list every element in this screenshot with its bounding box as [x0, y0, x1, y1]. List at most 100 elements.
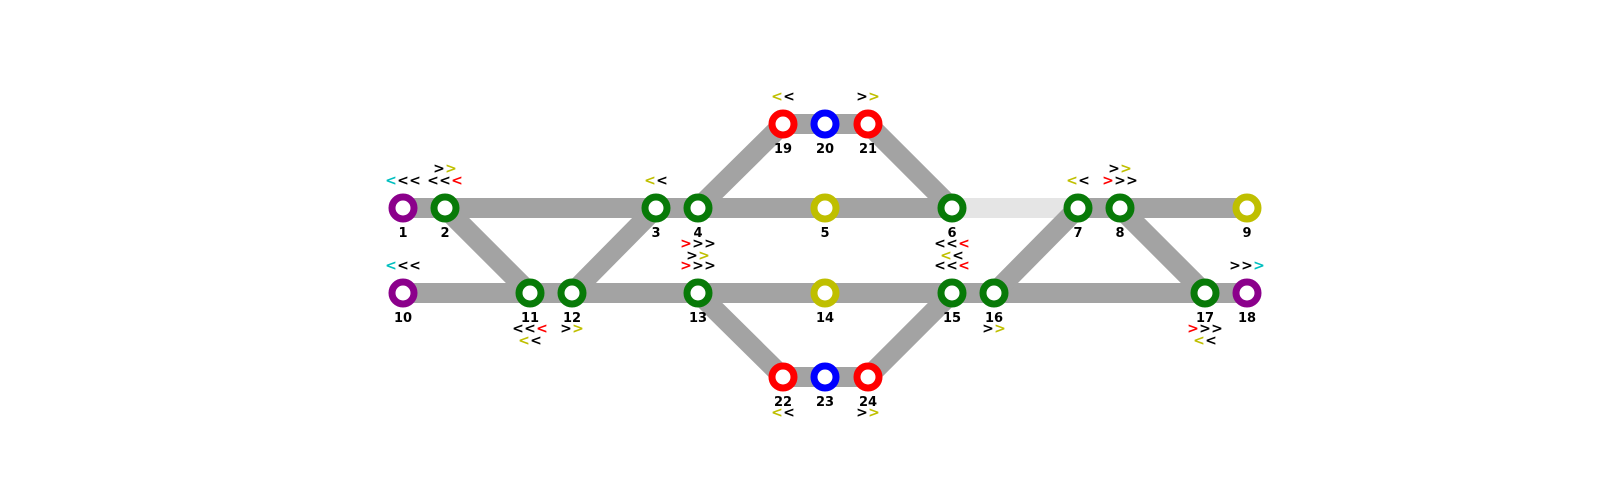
signal-chevron: < — [397, 173, 409, 189]
signal-group-2-above-1: >> — [433, 161, 457, 177]
signal-group-21-above-0: >> — [856, 89, 880, 105]
station-node-22 — [768, 362, 798, 392]
signal-chevron: > — [994, 321, 1006, 337]
track-segment-13-22 — [690, 285, 791, 385]
signal-chevron: < — [771, 405, 783, 421]
station-label-1: 1 — [398, 226, 407, 241]
signal-chevron: > — [1241, 258, 1253, 274]
station-label-22: 22 — [774, 395, 792, 410]
signal-group-24-below-0: >> — [856, 405, 880, 421]
signal-chevron: > — [572, 321, 584, 337]
signal-chevron: > — [1102, 173, 1114, 189]
signal-chevron: < — [958, 258, 970, 274]
station-label-20: 20 — [816, 142, 834, 157]
station-label-18: 18 — [1238, 311, 1256, 326]
signal-markers: <<<>><<<<<>>>>><<<<<<<>>>>><<<<<<<<>>>>>… — [385, 89, 1265, 421]
signal-chevron: < — [952, 248, 964, 264]
signal-group-11-below-0: <<< — [512, 321, 548, 337]
track-segment-2-11 — [437, 200, 538, 301]
station-label-10: 10 — [394, 311, 412, 326]
signal-group-6-below-0: <<< — [934, 236, 970, 252]
signal-chevron: < — [512, 321, 524, 337]
station-node-8 — [1105, 193, 1135, 223]
signal-chevron: < — [409, 258, 421, 274]
station-label-9: 9 — [1242, 226, 1251, 241]
signal-group-16-below-0: >> — [982, 321, 1006, 337]
station-node-4 — [683, 193, 713, 223]
station-label-17: 17 — [1196, 311, 1214, 326]
signal-chevron: < — [1205, 333, 1217, 349]
signal-chevron: > — [698, 248, 710, 264]
signal-chevron: < — [958, 236, 970, 252]
signal-group-4-below-0: >>> — [680, 236, 716, 252]
signal-chevron: > — [856, 405, 868, 421]
signal-chevron: < — [439, 173, 451, 189]
station-node-3 — [641, 193, 671, 223]
signal-chevron: < — [783, 89, 795, 105]
signal-chevron: < — [783, 405, 795, 421]
signal-chevron: > — [1211, 321, 1223, 337]
station-node-14 — [810, 278, 840, 308]
signal-chevron: < — [427, 173, 439, 189]
signal-chevron: > — [1253, 258, 1265, 274]
station-label-15: 15 — [943, 311, 961, 326]
station-node-18 — [1232, 278, 1262, 308]
signal-chevron: < — [946, 236, 958, 252]
signal-chevron: < — [946, 258, 958, 274]
station-label-2: 2 — [440, 226, 449, 241]
station-label-16: 16 — [985, 311, 1003, 326]
signal-chevron: < — [518, 333, 530, 349]
station-node-1 — [388, 193, 418, 223]
signal-chevron: < — [536, 321, 548, 337]
signal-chevron: > — [704, 236, 716, 252]
signal-chevron: > — [1114, 173, 1126, 189]
signal-chevron: < — [1193, 333, 1205, 349]
station-node-24 — [853, 362, 883, 392]
signal-group-1-above-0: <<< — [385, 173, 421, 189]
track-segment-21-6 — [860, 116, 960, 216]
station-label-8: 8 — [1115, 226, 1124, 241]
signal-group-4-below-1: >> — [686, 248, 710, 264]
track-segment-12-3 — [564, 200, 664, 301]
station-label-7: 7 — [1073, 226, 1082, 241]
station-node-13 — [683, 278, 713, 308]
station-label-13: 13 — [689, 311, 707, 326]
signal-group-12-below-0: >> — [560, 321, 584, 337]
station-label-11: 11 — [521, 311, 539, 326]
signal-chevron: > — [704, 258, 716, 274]
signal-chevron: > — [1120, 161, 1132, 177]
signal-chevron: < — [1078, 173, 1090, 189]
track-segment-8-17 — [1112, 200, 1213, 301]
station-label-3: 3 — [651, 226, 660, 241]
station-node-17 — [1190, 278, 1220, 308]
signal-group-13-above-0: >>> — [680, 258, 716, 274]
signal-group-17-below-1: << — [1193, 333, 1217, 349]
station-node-20 — [810, 109, 840, 139]
signal-chevron: > — [445, 161, 457, 177]
track-segment-24-15 — [860, 285, 960, 385]
station-node-11 — [515, 278, 545, 308]
signal-group-6-below-1: << — [940, 248, 964, 264]
signal-chevron: < — [385, 258, 397, 274]
station-node-6 — [937, 193, 967, 223]
signal-chevron: < — [524, 321, 536, 337]
track-segment-4-19 — [690, 116, 791, 216]
signal-group-2-above-0: <<< — [427, 173, 463, 189]
station-node-9 — [1232, 193, 1262, 223]
signal-group-11-below-1: << — [518, 333, 542, 349]
signal-chevron: > — [692, 258, 704, 274]
station-label-19: 19 — [774, 142, 792, 157]
signal-chevron: > — [686, 248, 698, 264]
station-label-4: 4 — [693, 226, 702, 241]
signal-chevron: > — [1108, 161, 1120, 177]
signal-group-8-above-1: >> — [1108, 161, 1132, 177]
signal-chevron: < — [934, 258, 946, 274]
signal-group-15-above-0: <<< — [934, 258, 970, 274]
signal-chevron: < — [771, 89, 783, 105]
signal-chevron: < — [934, 236, 946, 252]
signal-chevron: > — [982, 321, 994, 337]
signal-chevron: < — [1066, 173, 1078, 189]
station-node-12 — [557, 278, 587, 308]
station-label-5: 5 — [820, 226, 829, 241]
station-node-10 — [388, 278, 418, 308]
